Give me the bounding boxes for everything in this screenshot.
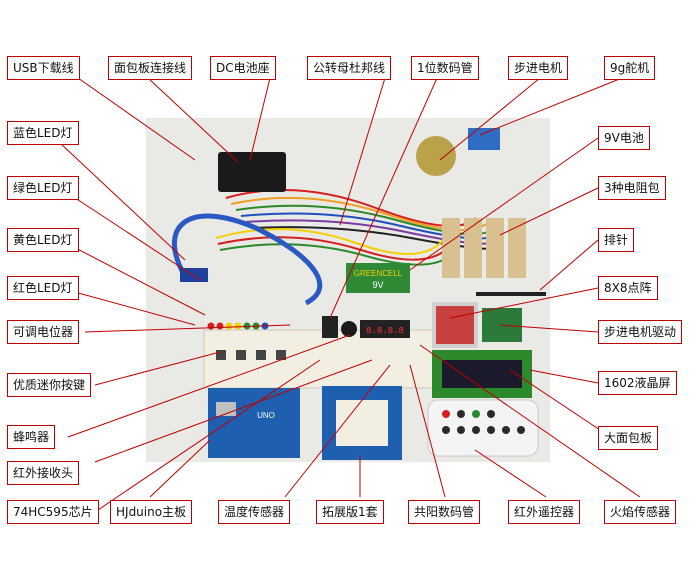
label-hjduino-board: HJduino主板 xyxy=(110,500,193,524)
label-9v-battery: 9V电池 xyxy=(598,126,650,150)
dot-matrix xyxy=(432,302,478,348)
label-stepper-motor: 步进电机 xyxy=(508,56,569,80)
kit-photo: GREENCELL 9V 8.8.8.8 xyxy=(146,118,550,462)
battery-brand-text: GREENCELL xyxy=(354,269,403,278)
label-expansion-shield: 拓展版1套 xyxy=(316,500,384,524)
battery-9v: GREENCELL 9V xyxy=(346,263,410,293)
label-ir-remote: 红外遥控器 xyxy=(508,500,581,524)
seg-display-4-text: 8.8.8.8 xyxy=(366,326,404,336)
seg-display-1 xyxy=(322,316,338,338)
label-resistor-pack: 3种电阻包 xyxy=(598,176,666,200)
label-stepper-driver: 步进电机驱动 xyxy=(598,320,683,344)
label-yellow-led: 黄色LED灯 xyxy=(7,228,79,252)
label-ir-receiver: 红外接收头 xyxy=(7,461,80,485)
ir-remote xyxy=(427,399,539,457)
usb-cable xyxy=(172,213,323,306)
label-9g-servo: 9g舵机 xyxy=(604,56,656,80)
seg-display-4 xyxy=(360,320,410,338)
label-red-led: 红色LED灯 xyxy=(7,276,79,300)
servo-motor xyxy=(468,128,500,150)
label-buzzer: 蜂鸣器 xyxy=(7,425,56,449)
label-breadboard-wires: 面包板连接线 xyxy=(108,56,193,80)
label-temp-sensor: 温度传感器 xyxy=(218,500,291,524)
mini-buttons xyxy=(216,350,286,360)
dc-battery-holder xyxy=(218,152,286,192)
label-dupont-wires: 公转母杜邦线 xyxy=(307,56,392,80)
label-blue-led: 蓝色LED灯 xyxy=(7,121,79,145)
stepper-motor xyxy=(416,136,456,176)
label-usb-cable: USB下载线 xyxy=(7,56,80,80)
label-potentiometer: 可调电位器 xyxy=(7,320,80,344)
hjduino-board: UNO xyxy=(208,388,300,458)
label-green-led: 绿色LED灯 xyxy=(7,176,79,200)
label-1-digit-display: 1位数码管 xyxy=(411,56,479,80)
resistor-packs xyxy=(442,218,526,278)
label-mini-button: 优质迷你按键 xyxy=(7,373,92,397)
label-dc-battery-holder: DC电池座 xyxy=(210,56,276,80)
label-big-breadboard: 大面包板 xyxy=(598,426,659,450)
label-header-pins: 排针 xyxy=(598,228,635,252)
battery-voltage-text: 9V xyxy=(372,280,383,290)
label-common-anode-display: 共阳数码管 xyxy=(408,500,481,524)
label-flame-sensor: 火焰传感器 xyxy=(604,500,677,524)
header-pins xyxy=(476,292,546,296)
buzzer xyxy=(341,321,357,337)
label-74hc595: 74HC595芯片 xyxy=(7,500,99,524)
expansion-shield xyxy=(322,386,402,460)
label-8x8-matrix: 8X8点阵 xyxy=(598,276,658,300)
label-lcd-1602: 1602液晶屏 xyxy=(598,371,677,395)
board-uno-text: UNO xyxy=(257,411,275,420)
